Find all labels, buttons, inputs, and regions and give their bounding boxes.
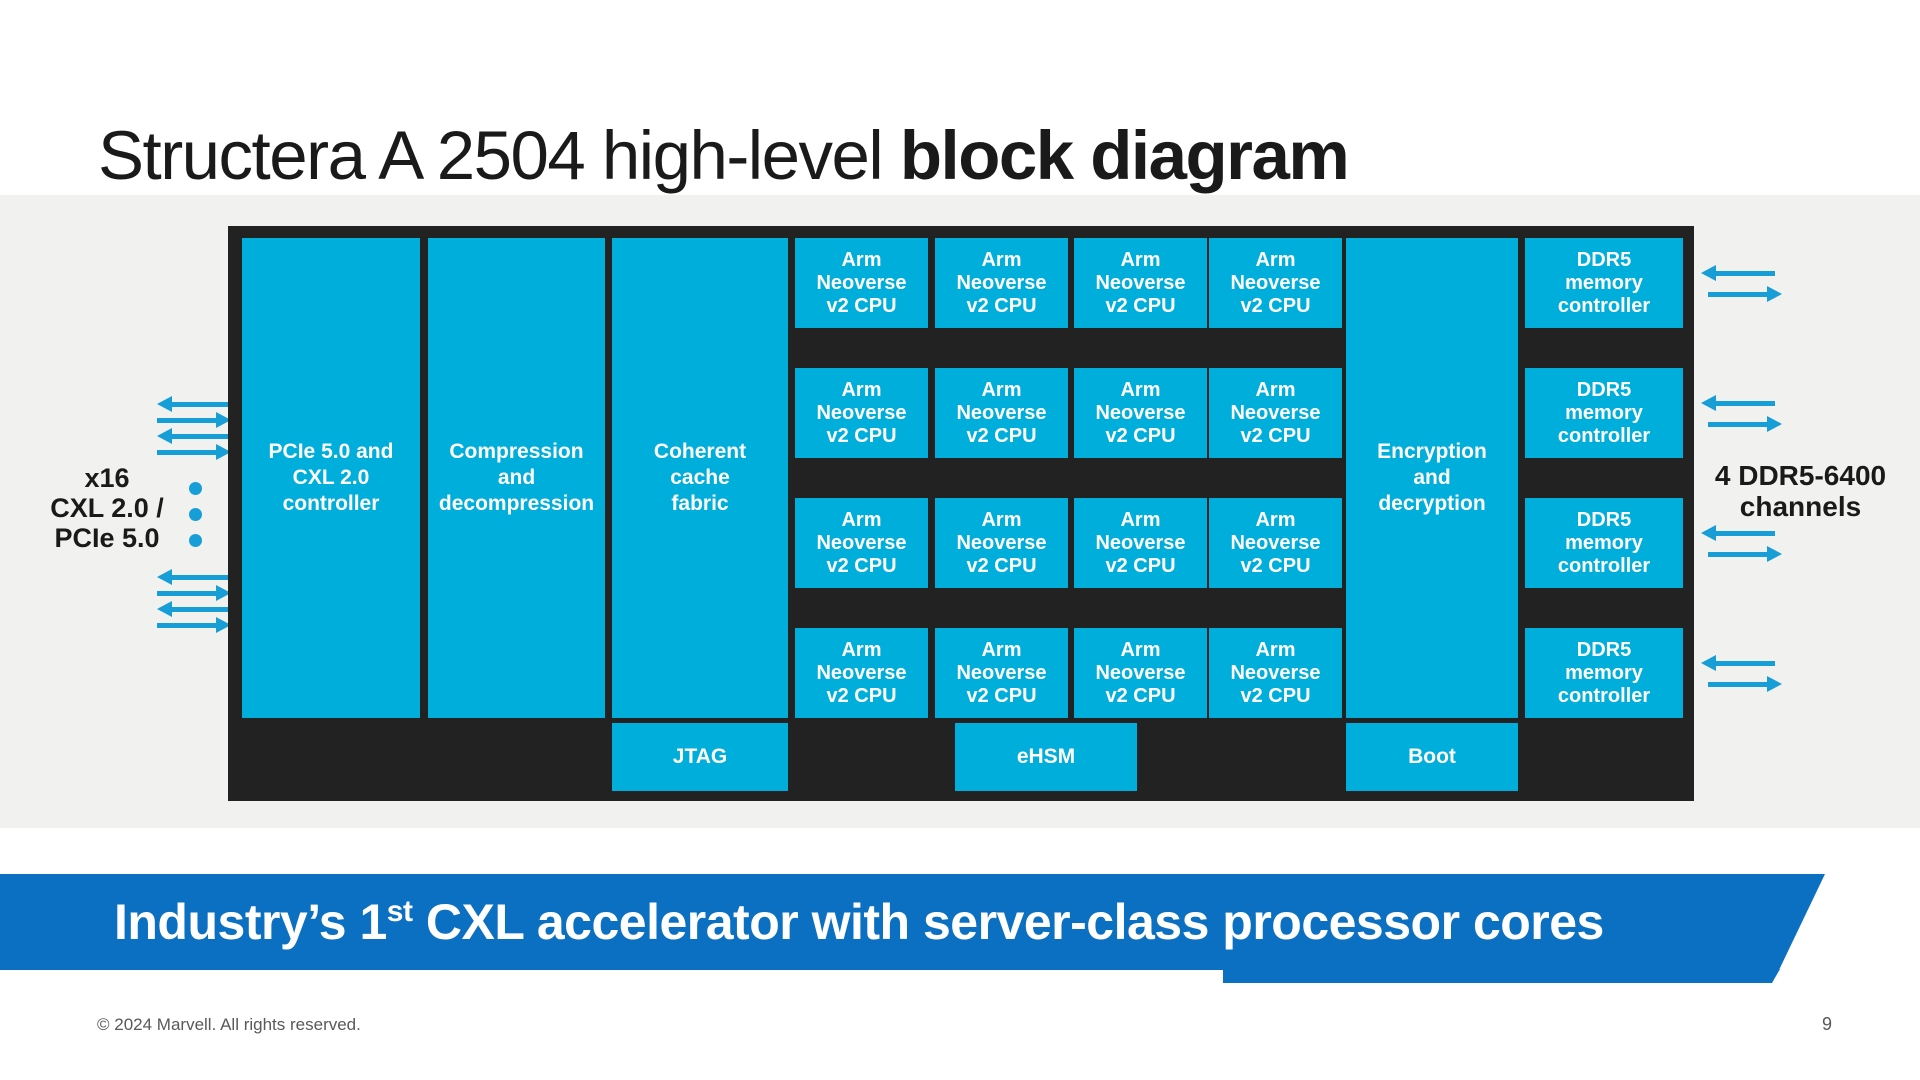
arrow-head [1701, 655, 1716, 671]
arrow-shaft [1708, 682, 1768, 687]
right-io-label: 4 DDR5-6400 channels [1714, 460, 1887, 522]
arrow-right-icon [1708, 546, 1782, 562]
block-ddr5-memory-controller: DDR5 memory controller [1525, 368, 1683, 458]
arrow-head [1767, 676, 1782, 692]
block-cpu-core: Arm Neoverse v2 CPU [1209, 238, 1342, 328]
block-cpu-core: Arm Neoverse v2 CPU [1074, 498, 1207, 588]
left-io-label: x16 CXL 2.0 / PCIe 5.0 [50, 463, 164, 553]
block-pcie-cxl-controller: PCIe 5.0 and CXL 2.0 controller [242, 238, 420, 718]
arrow-head [1767, 416, 1782, 432]
arrow-head [216, 617, 231, 633]
arrow-left-icon [157, 428, 231, 444]
arrow-shaft [157, 623, 217, 628]
arrow-head [157, 428, 172, 444]
block-jtag: JTAG [612, 723, 788, 791]
block-cpu-core: Arm Neoverse v2 CPU [795, 628, 928, 718]
arrow-head [157, 396, 172, 412]
arrow-head [216, 444, 231, 460]
arrow-shaft [1708, 422, 1768, 427]
arrow-shaft [171, 575, 231, 580]
page-title: Structera A 2504 high-level block diagra… [98, 116, 1350, 195]
block-cpu-core: Arm Neoverse v2 CPU [935, 238, 1068, 328]
block-cpu-core: Arm Neoverse v2 CPU [1209, 368, 1342, 458]
arrow-shaft [171, 607, 231, 612]
arrow-shaft [171, 434, 231, 439]
arrow-shaft [1708, 292, 1768, 297]
arrow-shaft [1708, 552, 1768, 557]
block-cpu-core: Arm Neoverse v2 CPU [1209, 628, 1342, 718]
banner-text: Industry’s 1st CXL accelerator with serv… [114, 893, 1604, 951]
arrow-left-icon [1701, 655, 1775, 671]
arrow-left-icon [157, 569, 231, 585]
banner-text-suffix: CXL accelerator with server-class proces… [412, 894, 1605, 950]
arrow-head [1767, 286, 1782, 302]
block-cpu-core: Arm Neoverse v2 CPU [795, 238, 928, 328]
block-boot: Boot [1346, 723, 1518, 791]
arrow-left-icon [1701, 525, 1775, 541]
arrow-head [1701, 395, 1716, 411]
arrow-left-icon [157, 601, 231, 617]
banner-underlay-shape [1223, 969, 1780, 983]
arrow-head [1701, 525, 1716, 541]
arrow-head [157, 569, 172, 585]
banner-text-prefix: Industry’s 1 [114, 894, 387, 950]
block-coherent-cache-fabric: Coherent cache fabric [612, 238, 788, 718]
block-cpu-core: Arm Neoverse v2 CPU [935, 368, 1068, 458]
arrow-right-icon [157, 617, 231, 633]
arrow-shaft [157, 450, 217, 455]
footer-copyright: © 2024 Marvell. All rights reserved. [97, 1015, 361, 1034]
arrow-left-icon [1701, 265, 1775, 281]
arrow-right-icon [157, 585, 231, 601]
page-number: 9 [1821, 1014, 1832, 1034]
arrow-shaft [1715, 271, 1775, 276]
arrow-right-icon [157, 444, 231, 460]
block-cpu-core: Arm Neoverse v2 CPU [795, 498, 928, 588]
banner-superscript: st [386, 895, 413, 928]
block-cpu-core: Arm Neoverse v2 CPU [1074, 628, 1207, 718]
arrow-right-icon [1708, 416, 1782, 432]
arrow-shaft [171, 402, 231, 407]
arrow-head [1767, 546, 1782, 562]
block-ehsm: eHSM [955, 723, 1137, 791]
ellipsis-dot-icon [189, 534, 202, 547]
ellipsis-dot-icon [189, 482, 202, 495]
highlight-banner: Industry’s 1st CXL accelerator with serv… [0, 874, 1825, 970]
arrow-left-icon [157, 396, 231, 412]
arrow-shaft [1715, 661, 1775, 666]
title-regular-part: Structera A 2504 high-level [98, 117, 900, 195]
block-ddr5-memory-controller: DDR5 memory controller [1525, 628, 1683, 718]
arrow-head [157, 601, 172, 617]
block-encryption-decryption: Encryption and decryption [1346, 238, 1518, 718]
block-cpu-core: Arm Neoverse v2 CPU [935, 628, 1068, 718]
ellipsis-dot-icon [189, 508, 202, 521]
block-compression-decompression: Compression and decompression [428, 238, 605, 718]
arrow-right-icon [1708, 676, 1782, 692]
arrow-head [1701, 265, 1716, 281]
arrow-head [216, 585, 231, 601]
arrow-shaft [157, 418, 217, 423]
arrow-head [216, 412, 231, 428]
arrow-right-icon [157, 412, 231, 428]
block-cpu-core: Arm Neoverse v2 CPU [935, 498, 1068, 588]
block-cpu-core: Arm Neoverse v2 CPU [1074, 238, 1207, 328]
block-cpu-core: Arm Neoverse v2 CPU [795, 368, 928, 458]
arrow-left-icon [1701, 395, 1775, 411]
block-ddr5-memory-controller: DDR5 memory controller [1525, 498, 1683, 588]
arrow-shaft [157, 591, 217, 596]
block-ddr5-memory-controller: DDR5 memory controller [1525, 238, 1683, 328]
arrow-right-icon [1708, 286, 1782, 302]
block-cpu-core: Arm Neoverse v2 CPU [1209, 498, 1342, 588]
arrow-shaft [1715, 401, 1775, 406]
arrow-shaft [1715, 531, 1775, 536]
title-bold-part: block diagram [899, 117, 1350, 195]
block-cpu-core: Arm Neoverse v2 CPU [1074, 368, 1207, 458]
chip-outline: PCIe 5.0 and CXL 2.0 controller Compress… [228, 226, 1694, 801]
